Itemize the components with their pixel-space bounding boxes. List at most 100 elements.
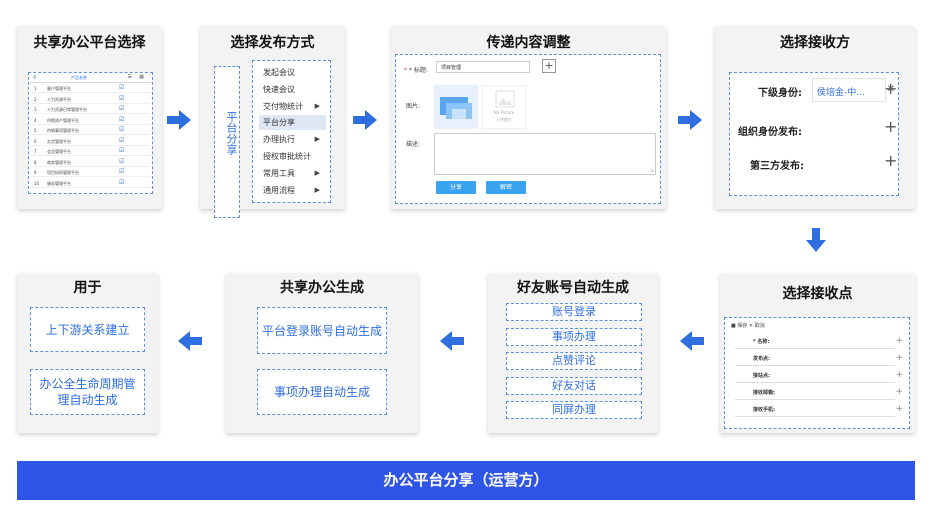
title-input[interactable]: 项目管理 bbox=[436, 61, 530, 73]
checkbox-icon[interactable]: ☑ bbox=[119, 105, 125, 112]
checkbox-icon[interactable]: ☑ bbox=[119, 84, 125, 91]
checkbox-icon[interactable]: ☑ bbox=[119, 157, 125, 165]
field-divider bbox=[735, 399, 895, 400]
content-form: * * 标题: 项目管理 + 图片: No Picture 上传图片 描述: ⇲… bbox=[395, 54, 661, 204]
card-receiver-select: 选择接收方 下级身份: 侯培金-中... ✕ + 组织身份发布: + 第三方发布… bbox=[715, 26, 915, 209]
menu-item[interactable]: 快速会议 bbox=[259, 82, 326, 97]
row-name: 会员管理平台 bbox=[47, 149, 71, 154]
row-number: 1 bbox=[34, 86, 37, 91]
row-number: 5 bbox=[34, 128, 37, 133]
menu-item[interactable]: 常用工具▶ bbox=[259, 166, 326, 181]
card-title: 共享办公生成 bbox=[280, 280, 364, 296]
menu-item-label: 授权审批统计 bbox=[263, 152, 311, 161]
checkbox-icon[interactable]: ☑ bbox=[119, 168, 125, 175]
image-label: 图片: bbox=[406, 103, 421, 110]
row-number: 8 bbox=[34, 159, 37, 165]
table-row[interactable]: 5 供销事项管理平台 ☑ bbox=[31, 126, 150, 135]
plus-icon[interactable]: + bbox=[884, 79, 898, 98]
filter-icon[interactable]: ☰ bbox=[127, 74, 132, 80]
feature-pill[interactable]: 点赞评论 bbox=[506, 352, 642, 370]
plus-icon[interactable]: + bbox=[884, 151, 898, 170]
field-label: 发布点: bbox=[753, 356, 770, 362]
table-row[interactable]: 9 项目协同管理平台 ☑ bbox=[31, 168, 150, 177]
feature-pill[interactable]: 账号登录 bbox=[506, 303, 642, 321]
field-label: 接站点: bbox=[753, 373, 770, 379]
arrow-left-icon bbox=[178, 331, 202, 351]
feature-pill[interactable]: 事项办理 bbox=[506, 327, 642, 346]
checkbox-icon[interactable]: ☑ bbox=[119, 178, 125, 186]
menu-item[interactable]: 发起会议 bbox=[259, 65, 326, 80]
upstream-relation-box[interactable]: 上下游关系建立 bbox=[30, 307, 145, 352]
menu-item[interactable]: 平台分享 bbox=[259, 115, 326, 131]
checkbox-icon[interactable]: ☑ bbox=[119, 136, 125, 144]
row-name: 供销事项管理平台 bbox=[47, 128, 79, 133]
side-label: 平台分享 bbox=[225, 111, 238, 155]
card-friend-account: 好友账号自动生成 账号登录事项办理点赞评论好友对话同屏办理 bbox=[488, 273, 658, 433]
arrow-right-icon bbox=[678, 110, 702, 130]
card-title: 好友账号自动生成 bbox=[517, 280, 629, 296]
table-row[interactable]: 7 会员管理平台 ☑ bbox=[31, 147, 150, 156]
field-label: 接收手机: bbox=[753, 407, 775, 413]
side-label-box[interactable]: 平台分享 bbox=[214, 66, 240, 218]
share-button[interactable]: 分享 bbox=[436, 181, 476, 194]
card-receive-point: 选择接收点 ■ 保存 ✕ 取消 * 名称:+发布点:+接站点:+接收邮箱:+接收… bbox=[720, 273, 915, 433]
lifecycle-box[interactable]: 办公全生命周期管 理自动生成 bbox=[30, 369, 145, 415]
table-header-name: 产品名称 bbox=[71, 75, 87, 80]
menu-item-label: 平台分享 bbox=[263, 118, 295, 128]
login-account-box[interactable]: 平台登录账号自动生成 bbox=[257, 307, 387, 354]
subordinate-value: 侯培金-中... bbox=[817, 88, 865, 98]
description-textarea[interactable]: ⇲ bbox=[434, 133, 656, 175]
plus-icon[interactable]: + bbox=[895, 370, 903, 380]
resize-handle-icon[interactable]: ⇲ bbox=[649, 168, 654, 174]
row-name: 供销资产管理平台 bbox=[47, 117, 79, 123]
close-icon[interactable]: ✕ bbox=[886, 84, 895, 95]
plus-icon[interactable]: + bbox=[895, 336, 903, 346]
row-number: 7 bbox=[34, 149, 37, 154]
chevron-right-icon: ▶ bbox=[314, 168, 320, 177]
field-label: * 名称: bbox=[753, 339, 770, 345]
plus-icon: + bbox=[544, 59, 554, 72]
row-number: 3 bbox=[34, 107, 37, 112]
third-party-label: 第三方发布: bbox=[750, 161, 804, 172]
checkbox-icon[interactable]: ☑ bbox=[119, 115, 125, 123]
table-row[interactable]: 1 客户管理平台 ☑ bbox=[31, 84, 150, 93]
row-name: 人力资源平台 bbox=[47, 96, 71, 102]
menu-item[interactable]: 交付物统计▶ bbox=[259, 99, 326, 114]
card-title: 传递内容调整 bbox=[486, 35, 571, 51]
no-picture-placeholder[interactable]: No Picture 上传图片 bbox=[482, 85, 526, 129]
arrow-right-icon bbox=[353, 110, 377, 130]
grid-icon[interactable]: ▦ bbox=[139, 74, 144, 80]
checkbox-icon[interactable]: ☑ bbox=[119, 94, 125, 102]
org-publish-label: 组织身份发布: bbox=[738, 127, 802, 138]
card-title: 用于 bbox=[73, 280, 102, 296]
plus-icon[interactable]: + bbox=[895, 404, 903, 414]
row-name: 客户管理平台 bbox=[47, 86, 71, 91]
search-icon[interactable]: ⚲ bbox=[33, 75, 37, 81]
image-thumbnail[interactable] bbox=[434, 85, 478, 129]
subordinate-tag[interactable]: 侯培金-中... ✕ bbox=[812, 78, 895, 102]
upload-text: 上传图片 bbox=[496, 117, 512, 122]
add-button[interactable]: + bbox=[542, 59, 556, 73]
toolbar-text[interactable]: 保存 ✕ 取消 bbox=[737, 323, 765, 329]
menu-item[interactable]: 授权审批统计 bbox=[259, 149, 326, 164]
checkbox-icon[interactable]: ☑ bbox=[119, 147, 125, 154]
row-name: 项目协同管理平台 bbox=[47, 170, 79, 175]
plus-icon[interactable]: + bbox=[895, 387, 903, 397]
save-icon[interactable]: ■ bbox=[731, 323, 736, 329]
menu-item[interactable]: 办理执行▶ bbox=[259, 132, 326, 147]
task-handle-box[interactable]: 事项办理自动生成 bbox=[257, 369, 387, 415]
feature-pill[interactable]: 同屏办理 bbox=[506, 401, 642, 419]
feature-pill[interactable]: 好友对话 bbox=[506, 376, 642, 395]
cancel-button[interactable]: 解密 bbox=[486, 181, 526, 194]
checkbox-icon[interactable]: ☑ bbox=[119, 126, 125, 133]
row-number: 9 bbox=[34, 170, 37, 175]
plus-icon[interactable]: + bbox=[895, 353, 903, 363]
menu-item[interactable]: 通用流程▶ bbox=[259, 183, 326, 198]
plus-icon[interactable]: + bbox=[884, 117, 898, 136]
